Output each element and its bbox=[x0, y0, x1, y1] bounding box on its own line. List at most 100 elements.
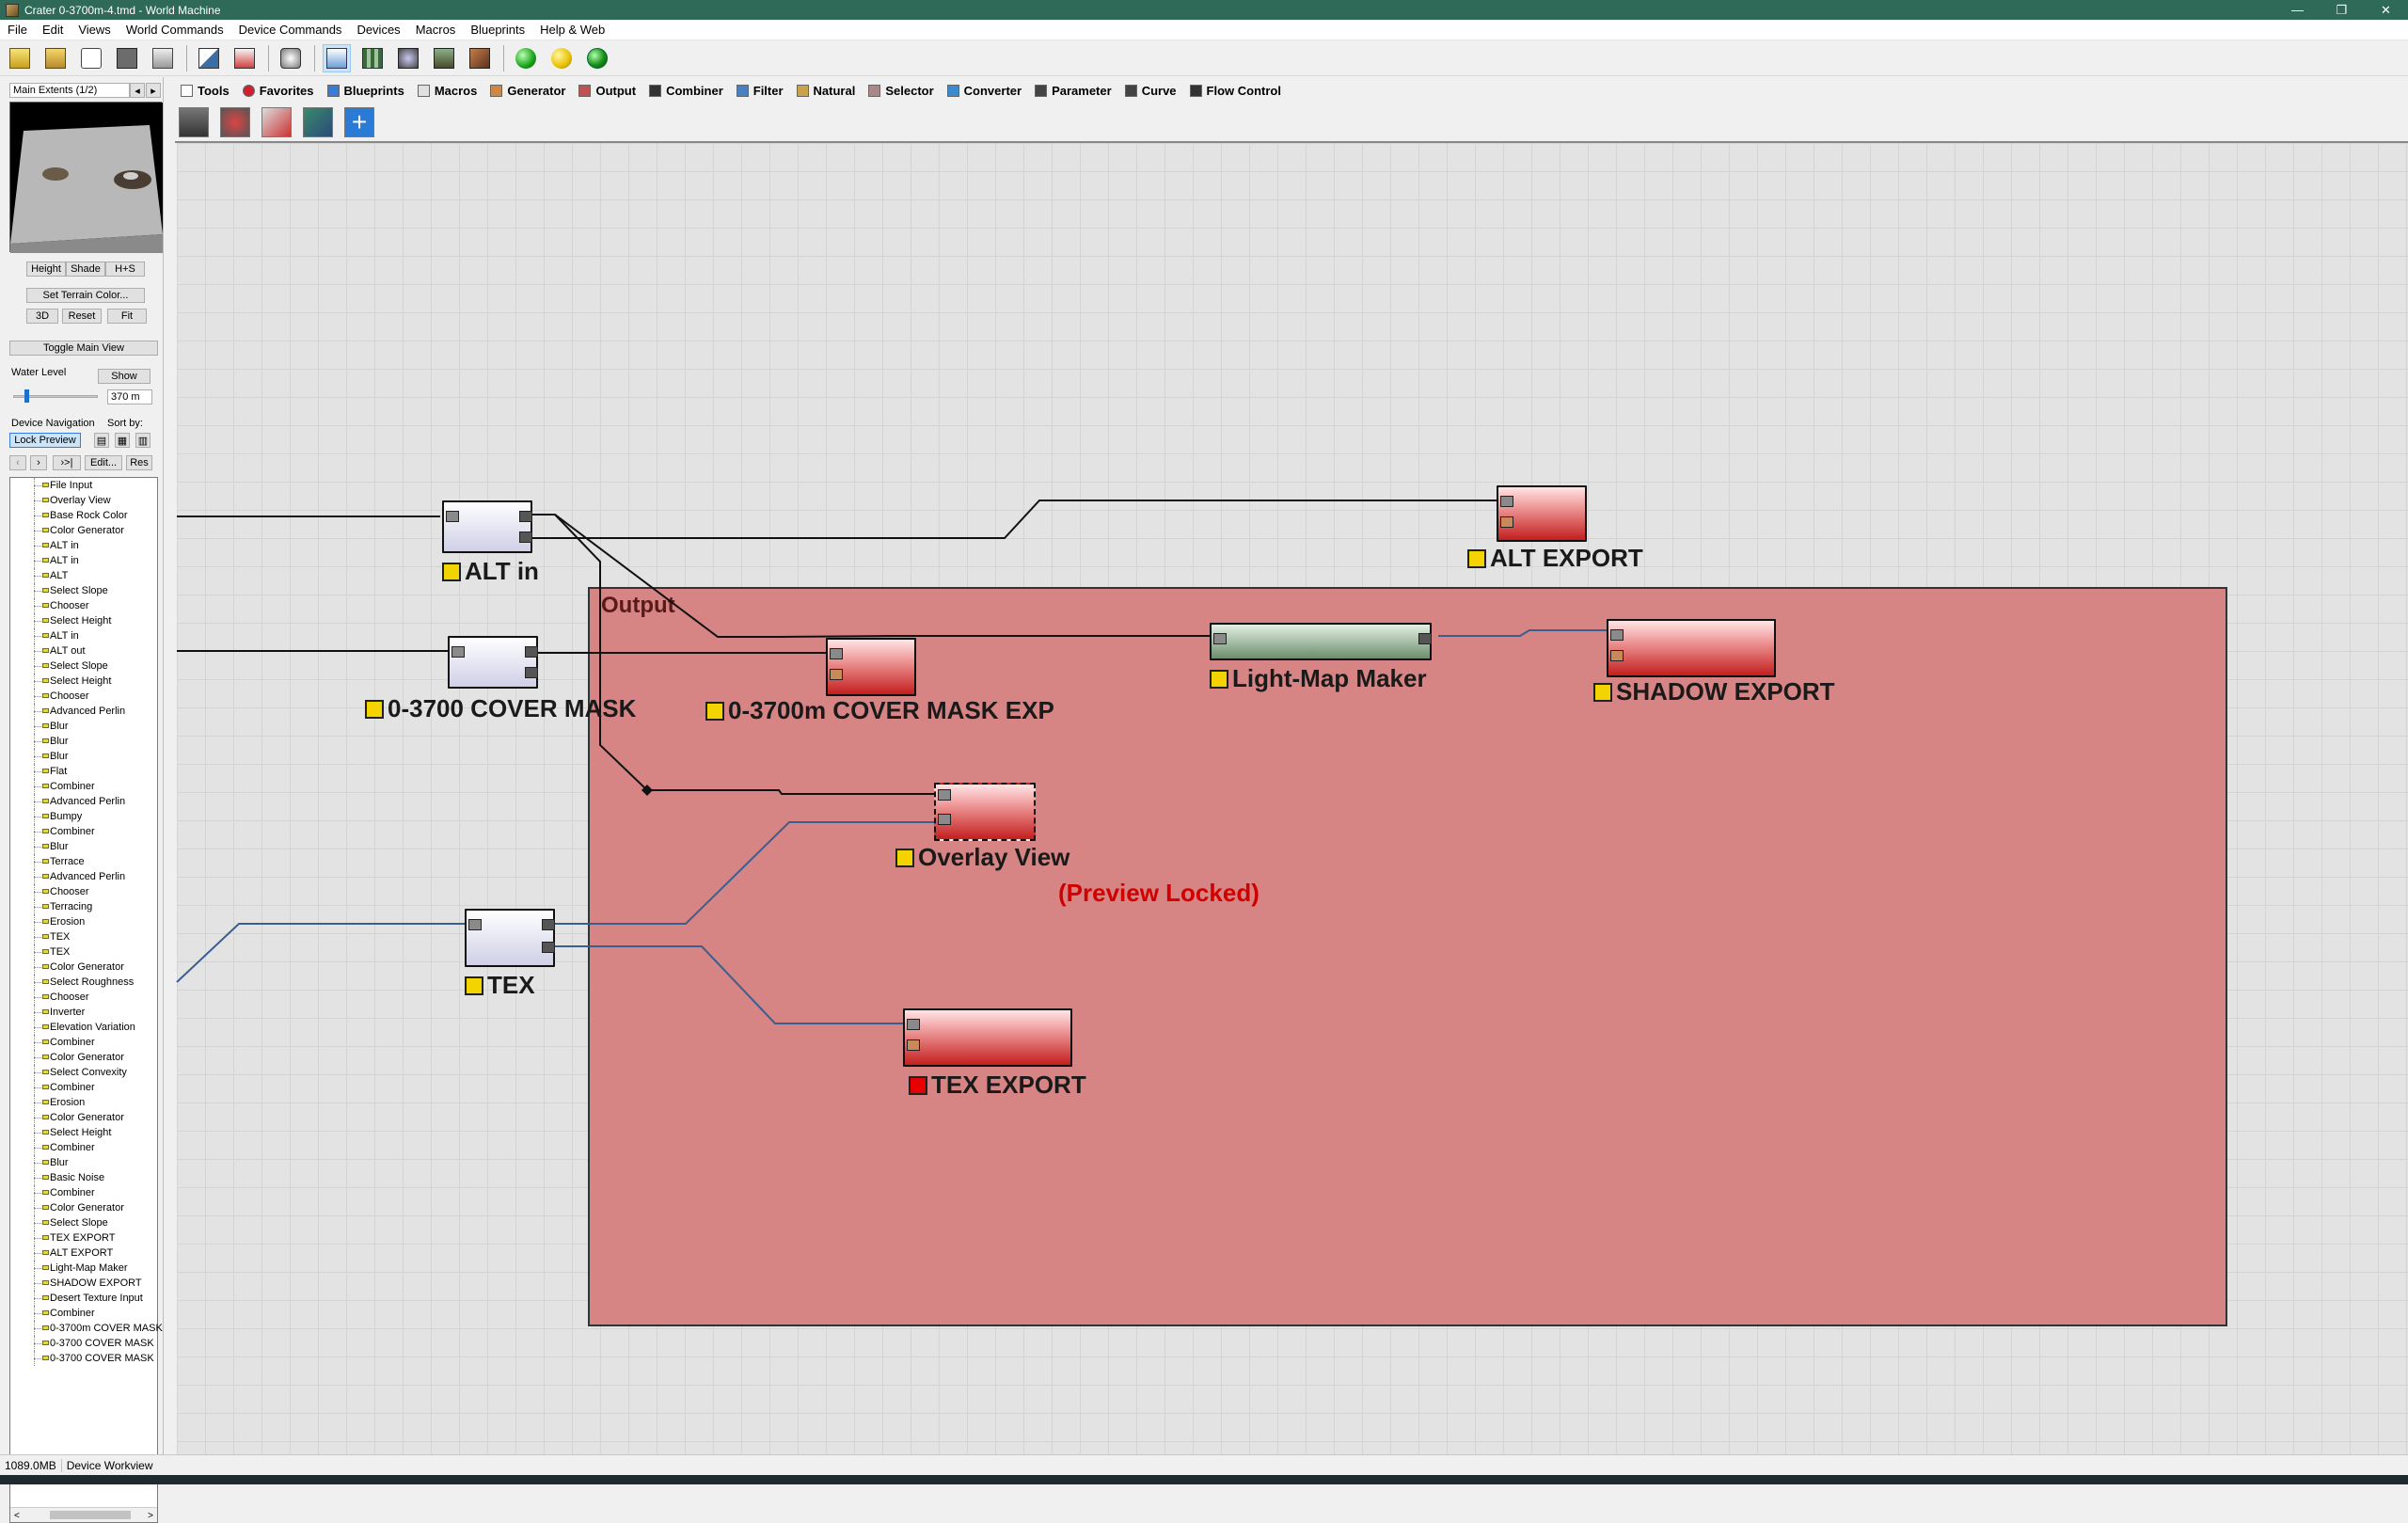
device-tree-item[interactable]: Base Rock Color bbox=[10, 508, 157, 523]
output-group[interactable]: Output bbox=[588, 587, 2227, 1326]
output-port[interactable] bbox=[542, 919, 555, 930]
menu-device-commands[interactable]: Device Commands bbox=[238, 23, 342, 37]
scroll-thumb[interactable] bbox=[50, 1511, 131, 1519]
scroll-right-icon[interactable]: > bbox=[148, 1511, 153, 1521]
flag-icon[interactable] bbox=[1210, 669, 1228, 689]
extents-dropdown[interactable]: Main Extents (1/2) bbox=[9, 83, 130, 98]
input-port[interactable] bbox=[446, 511, 459, 522]
flag-icon[interactable] bbox=[1593, 682, 1612, 702]
device-tree-item[interactable]: Color Generator bbox=[10, 523, 157, 538]
water-level-thumb[interactable] bbox=[24, 389, 29, 403]
chart-icon[interactable] bbox=[195, 44, 223, 72]
device-tree-item[interactable]: Select Slope bbox=[10, 583, 157, 598]
node-alt-export[interactable] bbox=[1497, 485, 1587, 542]
output-port[interactable] bbox=[519, 511, 532, 522]
water-show-button[interactable]: Show bbox=[98, 369, 150, 384]
device-tree-item[interactable]: Elevation Variation bbox=[10, 1020, 157, 1035]
build-yellow-icon[interactable] bbox=[547, 44, 576, 72]
tab-filter[interactable]: Filter bbox=[731, 79, 791, 102]
tab-converter[interactable]: Converter bbox=[942, 79, 1029, 102]
device-tree-item[interactable]: Color Generator bbox=[10, 1200, 157, 1215]
device-tree-item[interactable]: Bumpy bbox=[10, 809, 157, 824]
device-tree-item[interactable]: Combiner bbox=[10, 1306, 157, 1321]
sort-list-icon[interactable]: ▤ bbox=[94, 433, 109, 448]
node-alt-in[interactable] bbox=[442, 500, 532, 553]
node-tex-export[interactable] bbox=[903, 1008, 1072, 1067]
reset-button[interactable]: Reset bbox=[62, 309, 102, 324]
terrain-view-icon[interactable] bbox=[430, 44, 458, 72]
node-cover-mask-exp[interactable] bbox=[826, 638, 916, 696]
group-tool-icon[interactable] bbox=[179, 107, 209, 137]
device-tree-item[interactable]: File Input bbox=[10, 478, 157, 493]
device-tree-item[interactable]: ALT in bbox=[10, 538, 157, 553]
device-tree-item[interactable]: TEX bbox=[10, 929, 157, 944]
new-icon[interactable] bbox=[6, 44, 34, 72]
output-port[interactable] bbox=[542, 942, 555, 953]
terrain-preview[interactable] bbox=[9, 102, 163, 253]
device-tree-item[interactable]: Color Generator bbox=[10, 1050, 157, 1065]
node-overlay-view[interactable] bbox=[934, 783, 1036, 841]
add-tool-icon[interactable]: + bbox=[344, 107, 374, 137]
device-tree-item[interactable]: Combiner bbox=[10, 824, 157, 839]
tab-natural[interactable]: Natural bbox=[791, 79, 863, 102]
device-tree-item[interactable]: Select Slope bbox=[10, 658, 157, 674]
help-icon[interactable] bbox=[77, 44, 105, 72]
device-tree-item[interactable]: Chooser bbox=[10, 689, 157, 704]
output-port[interactable] bbox=[525, 646, 538, 658]
device-tree-item[interactable]: Overlay View bbox=[10, 493, 157, 508]
extents-prev-icon[interactable]: ◂ bbox=[130, 83, 145, 98]
output-port[interactable] bbox=[519, 531, 532, 543]
flag-icon[interactable] bbox=[442, 562, 461, 581]
tab-selector[interactable]: Selector bbox=[863, 79, 941, 102]
tab-combiner[interactable]: Combiner bbox=[643, 79, 731, 102]
device-tree-item[interactable]: Chooser bbox=[10, 990, 157, 1005]
device-tree-item[interactable]: Light-Map Maker bbox=[10, 1261, 157, 1276]
device-tree-item[interactable]: TEX bbox=[10, 944, 157, 960]
build-green-icon[interactable] bbox=[512, 44, 540, 72]
device-tree-item[interactable]: Select Height bbox=[10, 613, 157, 628]
tab-favorites[interactable]: Favorites bbox=[237, 79, 322, 102]
device-tree-item[interactable]: Chooser bbox=[10, 884, 157, 899]
device-tree-item[interactable]: Combiner bbox=[10, 1185, 157, 1200]
flag-icon[interactable] bbox=[465, 976, 483, 995]
tab-macros[interactable]: Macros bbox=[412, 79, 485, 102]
export-icon[interactable] bbox=[149, 44, 177, 72]
nav-last-button[interactable]: ›>| bbox=[53, 455, 81, 470]
nav-prev-button[interactable]: ‹ bbox=[9, 455, 26, 470]
device-tree-item[interactable]: ALT out bbox=[10, 643, 157, 658]
report-icon[interactable] bbox=[230, 44, 259, 72]
tab-tools[interactable]: Tools bbox=[175, 79, 237, 102]
tab-curve[interactable]: Curve bbox=[1119, 79, 1184, 102]
device-tree-item[interactable]: 0-3700 COVER MASK bbox=[10, 1336, 157, 1351]
fit-button[interactable]: Fit bbox=[107, 309, 147, 324]
device-tree-item[interactable]: Terracing bbox=[10, 899, 157, 914]
flag-icon[interactable] bbox=[909, 1075, 927, 1095]
device-tree-item[interactable]: Erosion bbox=[10, 1095, 157, 1110]
lock-preview-button[interactable]: Lock Preview bbox=[9, 433, 81, 448]
device-tree-item[interactable]: ALT in bbox=[10, 628, 157, 643]
input-port[interactable] bbox=[1500, 496, 1513, 507]
menu-devices[interactable]: Devices bbox=[356, 23, 401, 37]
layout-view-icon[interactable] bbox=[358, 44, 387, 72]
res-button[interactable]: Res bbox=[126, 455, 152, 470]
flag-icon[interactable] bbox=[1467, 548, 1486, 568]
device-tree-item[interactable]: Color Generator bbox=[10, 960, 157, 975]
device-tree-item[interactable]: Advanced Perlin bbox=[10, 794, 157, 809]
extents-next-icon[interactable]: ▸ bbox=[146, 83, 161, 98]
device-tree-item[interactable]: Select Roughness bbox=[10, 975, 157, 990]
menu-world-commands[interactable]: World Commands bbox=[125, 23, 224, 37]
device-tree-item[interactable]: Combiner bbox=[10, 1035, 157, 1050]
device-tree-item[interactable]: ALT in bbox=[10, 553, 157, 568]
menu-file[interactable]: File bbox=[8, 23, 27, 37]
input-port[interactable] bbox=[1610, 629, 1624, 641]
texture-view-icon[interactable] bbox=[466, 44, 494, 72]
device-tree-item[interactable]: 0-3700 COVER MASK bbox=[10, 1351, 157, 1366]
flag-icon[interactable] bbox=[895, 848, 914, 867]
open-icon[interactable] bbox=[41, 44, 70, 72]
height-view-button[interactable]: Height bbox=[26, 262, 66, 277]
nav-next-button[interactable]: › bbox=[30, 455, 47, 470]
device-tree-item[interactable]: Blur bbox=[10, 839, 157, 854]
tab-output[interactable]: Output bbox=[573, 79, 643, 102]
device-tree-item[interactable]: Flat bbox=[10, 764, 157, 779]
device-tree-item[interactable]: Blur bbox=[10, 734, 157, 749]
